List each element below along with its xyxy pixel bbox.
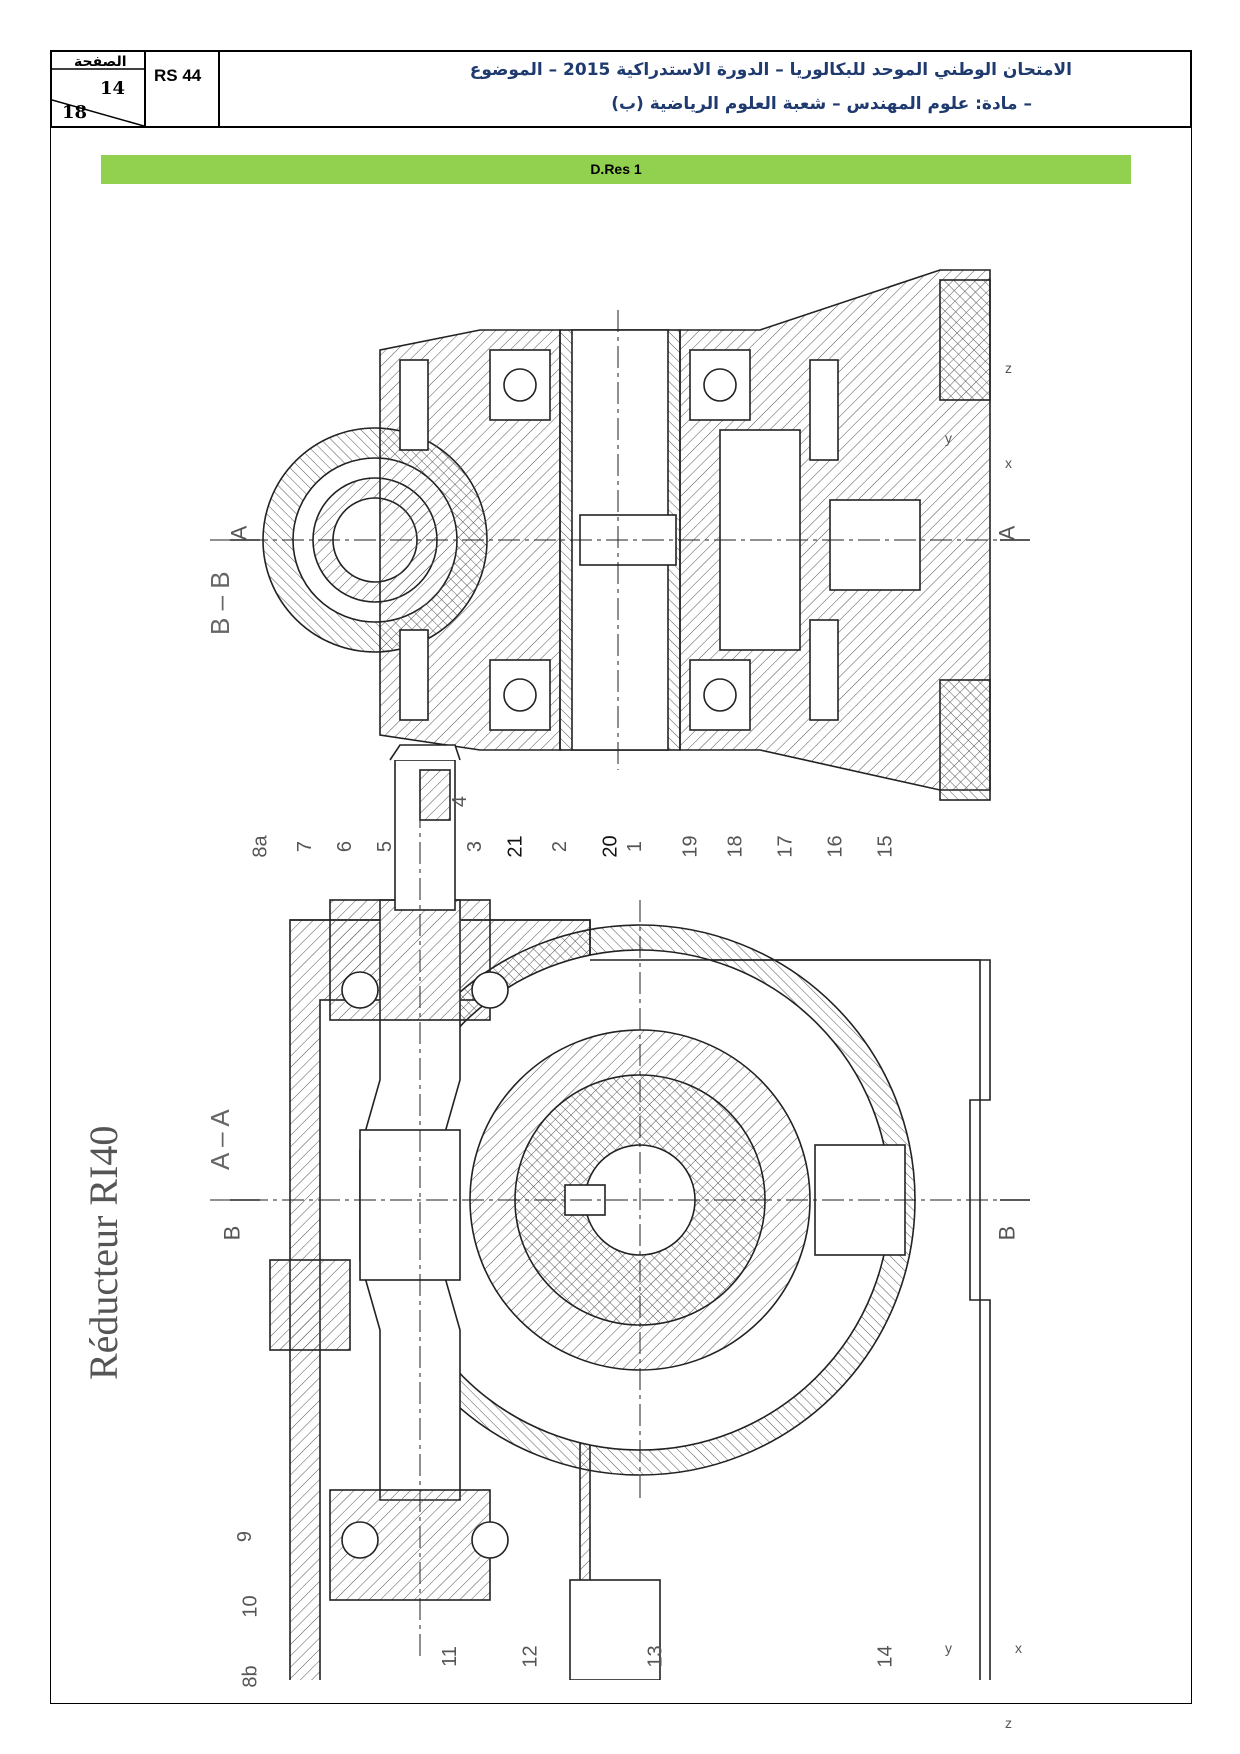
- callout-17: 17: [774, 835, 797, 858]
- callout-18: 18: [724, 835, 747, 858]
- callout-8a: 8a: [249, 835, 272, 858]
- page-box-diagonal: [52, 68, 144, 126]
- callout-3: 3: [464, 840, 487, 853]
- view-section-bb: [210, 269, 1010, 801]
- axis-y-upper: y: [945, 430, 952, 446]
- callout-21: 21: [504, 835, 527, 858]
- callout-15: 15: [874, 835, 897, 858]
- page-total: 18: [62, 102, 88, 123]
- axis-x-lower: x: [1015, 1640, 1022, 1656]
- page-label: الصفحة: [74, 54, 127, 70]
- callout-6: 6: [334, 840, 357, 853]
- section-title: D.Res 1: [101, 155, 1131, 184]
- page-number-box: الصفحة 14 18: [52, 52, 146, 126]
- callout-12: 12: [519, 1645, 542, 1668]
- exam-title-line2: – مادة: علوم المهندس – شعبة العلوم الريا…: [611, 94, 1032, 114]
- exam-code: RS 44: [146, 52, 220, 126]
- technical-drawing: [210, 269, 1030, 1680]
- cut-markers: [230, 539, 1030, 1201]
- cut-label-b-left: B: [219, 1225, 245, 1241]
- callout-4: 4: [449, 795, 472, 808]
- callout-13: 13: [644, 1645, 667, 1668]
- callout-16: 16: [824, 835, 847, 858]
- view-section-aa: [210, 744, 1010, 1680]
- cut-label-b-right: B: [994, 1225, 1020, 1241]
- exam-title-line1: الامتحان الوطني الموحد للبكالوريا – الدو…: [469, 60, 1072, 80]
- callout-10: 10: [239, 1595, 262, 1618]
- axis-x-upper: x: [1005, 455, 1012, 471]
- cut-label-a-right: A: [994, 525, 1020, 541]
- callout-8b: 8b: [239, 1665, 262, 1688]
- callout-5: 5: [374, 840, 397, 853]
- callout-2: 2: [549, 840, 572, 853]
- callout-20: 20: [599, 835, 622, 858]
- cut-label-a-left: A: [226, 525, 252, 541]
- callout-9: 9: [234, 1530, 257, 1543]
- axis-z-lower: z: [1005, 1715, 1012, 1731]
- callout-7: 7: [294, 840, 317, 853]
- section-bb-label: B – B: [205, 571, 235, 635]
- drawing-title: Réducteur RI40: [81, 1125, 126, 1380]
- page-current: 14: [100, 78, 126, 99]
- callout-1: 1: [624, 840, 647, 853]
- exam-header: الصفحة 14 18 RS 44 الامتحان الوطني الموح…: [50, 50, 1192, 128]
- axis-y-lower: y: [945, 1640, 952, 1656]
- axis-z-upper: z: [1005, 360, 1012, 376]
- section-aa-label: A – A: [205, 1109, 235, 1170]
- callout-19: 19: [679, 835, 702, 858]
- callout-11: 11: [438, 1646, 461, 1667]
- callout-14: 14: [874, 1645, 897, 1668]
